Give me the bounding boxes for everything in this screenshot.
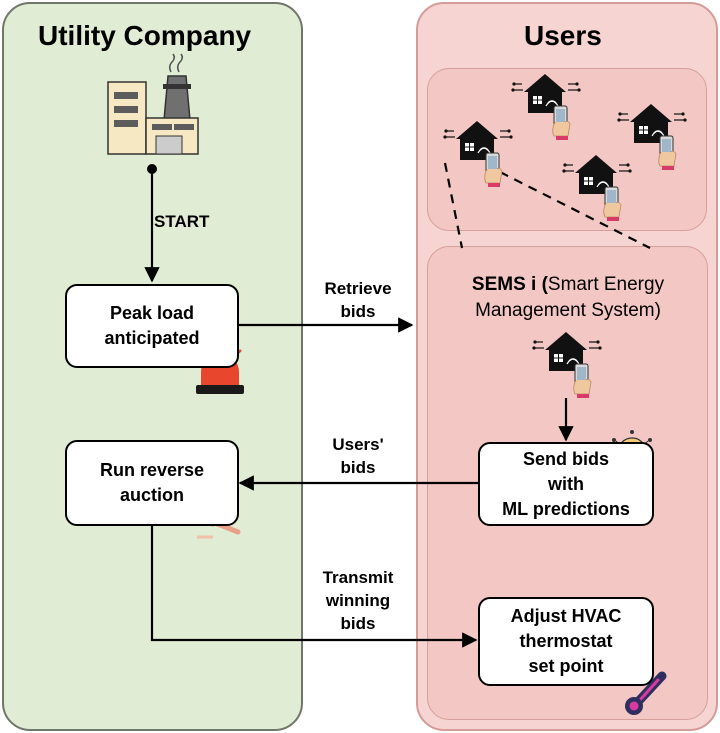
factory-icon — [107, 53, 199, 155]
retrieve-bids-label: Retrieve bids — [324, 279, 392, 321]
utility-company-title: Utility Company — [38, 20, 252, 51]
start-label: START — [154, 212, 210, 231]
peak-load-box: Peak load anticipated — [65, 284, 239, 368]
smart-home-icon — [510, 73, 582, 141]
transmit-winning-bids-label: Transmit winning bids — [322, 568, 394, 633]
smart-home-icon — [531, 331, 603, 399]
adjust-hvac-box: Adjust HVAC thermostat set point — [478, 597, 654, 686]
sems-title-rest: Smart Energy Management System) — [475, 274, 665, 321]
sems-title: SEMS i (Smart Energy Management System) — [438, 272, 698, 324]
sems-title-bold: SEMS i ( — [471, 274, 548, 295]
users-bids-label: Users' bids — [332, 435, 384, 477]
users-title: Users — [524, 20, 602, 51]
send-bids-box: Send bids with ML predictions — [478, 442, 654, 526]
smart-home-icon — [616, 103, 688, 171]
smart-home-icon — [442, 120, 514, 188]
reverse-auction-box: Run reverse auction — [65, 440, 239, 526]
smart-home-icon — [561, 154, 633, 222]
thermometer-icon — [625, 671, 667, 715]
